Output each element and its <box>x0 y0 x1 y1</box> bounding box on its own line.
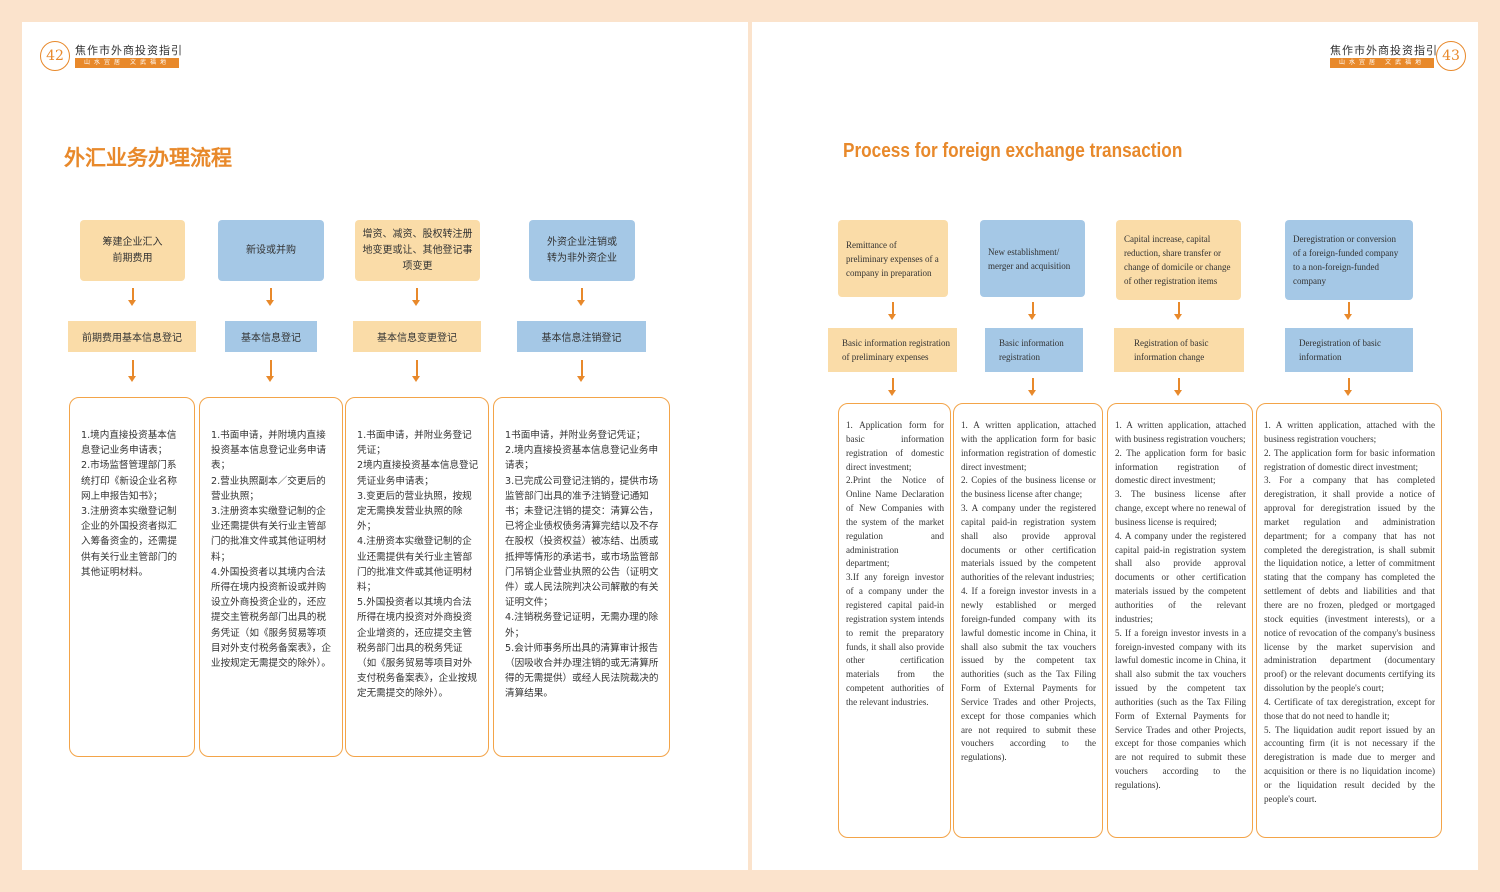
page-number-left: 42 <box>40 41 70 71</box>
arrow-down-icon <box>412 360 421 382</box>
flow-step-detail-en: 1. A written application, attached with … <box>1107 403 1253 838</box>
arrow-down-icon <box>577 288 586 306</box>
section-title-en: Process for foreign exchange transaction <box>843 140 1183 162</box>
arrow-down-icon <box>1174 378 1183 396</box>
list-item: 1. A written application, attached with … <box>1115 420 1246 444</box>
header-tag-left: 山水宜居 文武福地 <box>75 58 179 68</box>
flow-step-title-en: Remittance of preliminary expenses of a … <box>838 220 948 297</box>
flow-step-title-en: New establishment/ merger and acquisitio… <box>980 220 1085 297</box>
flow-step-label-en: Basic information registration of prelim… <box>828 328 957 372</box>
flow-step-detail-en: 1. A written application, attached with … <box>953 403 1103 838</box>
flow-step-label-cn: 基本信息变更登记 <box>353 321 481 352</box>
flow-step-label-en: Deregistration of basic information <box>1285 328 1413 372</box>
arrow-down-icon <box>412 288 421 306</box>
list-item: 3. For a company that has completed dere… <box>1264 475 1435 694</box>
page-number-right: 43 <box>1436 41 1466 71</box>
list-item: 2. The application form for basic inform… <box>1264 447 1435 472</box>
arrow-down-icon <box>888 378 897 396</box>
list-item: 4. A company under the registered capita… <box>1115 530 1246 624</box>
flow-step-title-en: Deregistration or conversion of a foreig… <box>1285 220 1413 300</box>
arrow-down-icon <box>1028 302 1037 320</box>
list-item: 2. The application form for basic inform… <box>1115 447 1246 486</box>
flow-step-label-en: Basic information registration <box>985 328 1083 372</box>
header-tag-right: 山水宜居 文武福地 <box>1330 58 1434 68</box>
flow-step-title-cn: 外资企业注销或 转为非外资企业 <box>529 220 635 281</box>
arrow-down-icon <box>1174 302 1183 320</box>
list-item: 3. A company under the registered capita… <box>961 503 1096 583</box>
flow-step-detail-cn: 1.境内直接投资基本信息登记业务申请表； 2.市场监督管理部门系统打印《新设企业… <box>69 397 195 757</box>
header-title-right: 焦作市外商投资指引 <box>1330 44 1438 57</box>
list-item: 3. The business license after change, ex… <box>1115 489 1246 527</box>
list-item: 5. The liquidation audit report issued b… <box>1264 724 1435 804</box>
flow-step-title-cn: 新设或并购 <box>218 220 324 281</box>
arrow-down-icon <box>128 288 137 306</box>
flow-step-detail-en: 1. A written application, attached with … <box>1256 403 1442 838</box>
flow-step-detail-cn: 1书面申请，并附业务登记凭证； 2.境内直接投资基本信息登记业务申请表； 3.已… <box>493 397 670 757</box>
arrow-down-icon <box>577 360 586 382</box>
flow-step-title-en: Capital increase, capital reduction, sha… <box>1116 220 1241 300</box>
section-title-cn: 外汇业务办理流程 <box>64 146 232 170</box>
list-item: 5. If a foreign investor invests in a fo… <box>1115 627 1246 790</box>
flow-step-label-en: Registration of basic information change <box>1114 328 1244 372</box>
list-item: 2. Copies of the business license or the… <box>961 475 1096 500</box>
list-item: 1. A written application, attached with … <box>1264 420 1435 444</box>
flow-step-title-cn: 增资、减资、股权转注册地变更或让、其他登记事项变更 <box>355 220 480 281</box>
list-item: 1. Application form for basic informatio… <box>846 420 944 472</box>
flow-step-detail-cn: 1.书面申请，并附境内直接投资基本信息登记业务申请表； 2.营业执照副本／交更后… <box>199 397 343 757</box>
list-item: 1. A written application, attached with … <box>961 420 1096 472</box>
flow-step-detail-en: 1. Application form for basic informatio… <box>838 403 951 838</box>
arrow-down-icon <box>1028 378 1037 396</box>
list-item: 4. Certificate of tax deregistration, ex… <box>1264 696 1435 721</box>
list-item: 4. If a foreign investor invests in a ne… <box>961 586 1096 763</box>
arrow-down-icon <box>1344 378 1353 396</box>
flow-step-label-cn: 基本信息登记 <box>225 321 317 352</box>
flow-step-label-cn: 基本信息注销登记 <box>517 321 646 352</box>
arrow-down-icon <box>128 360 137 382</box>
arrow-down-icon <box>266 360 275 382</box>
list-item: 3.If any foreign investor of a company u… <box>846 572 944 707</box>
header-title-left: 焦作市外商投资指引 <box>75 44 183 57</box>
list-item: 2.Print the Notice of Online Name Declar… <box>846 475 944 569</box>
arrow-down-icon <box>1344 302 1353 320</box>
flow-step-detail-cn: 1.书面申请，并附业务登记凭证； 2境内直接投资基本信息登记凭证业务申请表； 3… <box>345 397 489 757</box>
flow-step-label-cn: 前期费用基本信息登记 <box>68 321 196 352</box>
arrow-down-icon <box>888 302 897 320</box>
arrow-down-icon <box>266 288 275 306</box>
flow-step-title-cn: 筹建企业汇入 前期费用 <box>80 220 185 281</box>
